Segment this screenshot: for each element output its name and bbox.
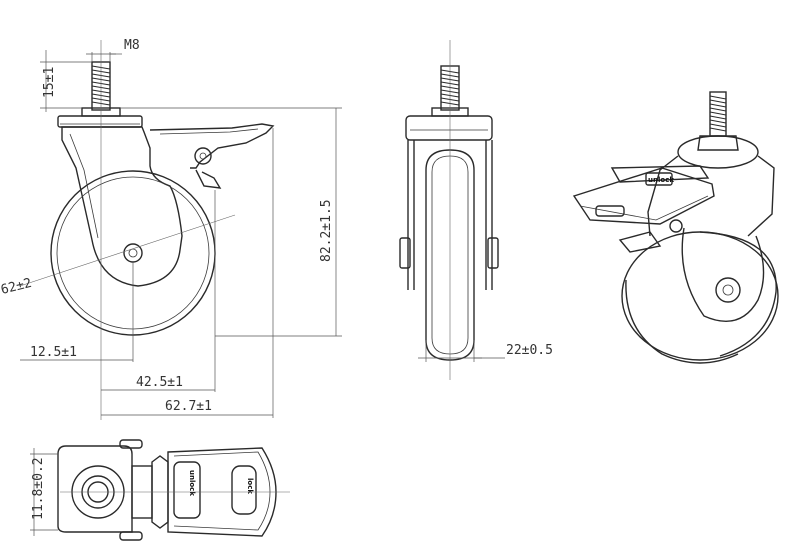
top-plate <box>57 115 143 128</box>
stem-length-label: 15±1 <box>42 67 57 98</box>
brake-lever <box>149 123 275 189</box>
iso-unlock-label: unlock <box>648 176 674 184</box>
top-width-label: 11.8±0.2 <box>31 457 46 520</box>
wheel-width-label: 22±0.5 <box>506 343 553 358</box>
front-view <box>399 40 499 380</box>
fork-body <box>61 126 183 287</box>
side-view <box>19 40 275 420</box>
top-lock-label: lock <box>246 478 254 494</box>
iso-brake-pedal: unlock <box>572 165 715 253</box>
plate-width-label: 42.5±1 <box>136 375 183 390</box>
front-view-dimensions: 22±0.5 <box>418 340 553 362</box>
wheel-diameter-label: 62±2 <box>0 276 33 298</box>
top-unlock-label: unlock <box>188 470 196 496</box>
thread-size-label: M8 <box>124 38 140 53</box>
offset-label: 12.5±1 <box>30 345 77 360</box>
side-view-dimensions: M8 15±1 82.2±1.5 62±2 12.5±1 42.5±1 62.7… <box>0 38 342 418</box>
isometric-view: unlock <box>572 91 779 364</box>
top-view-dimensions: 11.8±0.2 <box>30 448 58 536</box>
overall-length-label: 62.7±1 <box>165 399 212 414</box>
top-view: unlock lock <box>57 439 290 541</box>
overall-height-label: 82.2±1.5 <box>319 199 334 262</box>
